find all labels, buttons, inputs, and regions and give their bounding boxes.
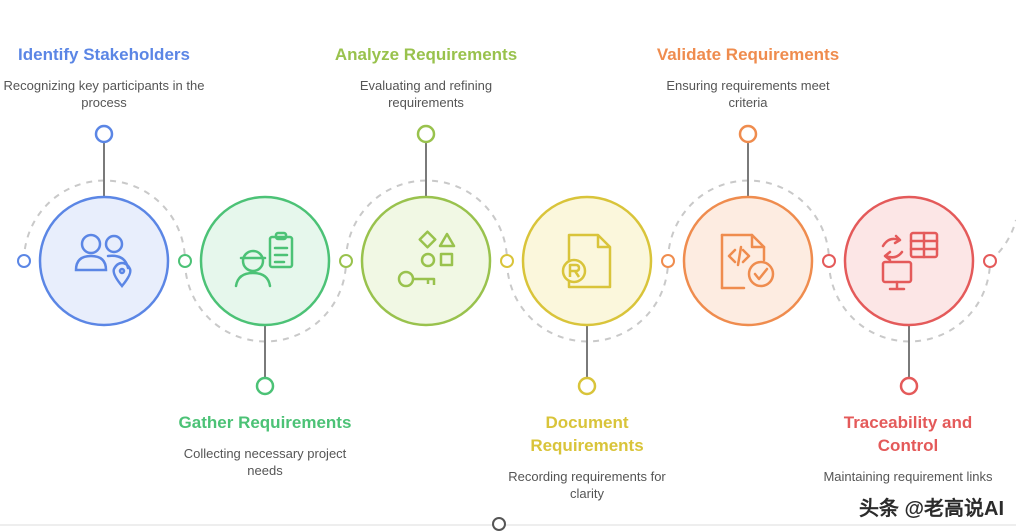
- watermark: 头条 @老高说AI: [858, 498, 1004, 520]
- step-2-desc: Collecting necessary project needs: [183, 446, 347, 478]
- code-check-icon: [720, 233, 775, 290]
- step-4-desc: Recording requirements for clarity: [508, 469, 666, 501]
- step-traceability-control: [843, 195, 975, 396]
- step-6-title: Traceability and Control: [843, 413, 973, 455]
- step-4-title: Document Requirements: [530, 413, 644, 455]
- step-6-desc: Maintaining requirement links: [823, 469, 993, 484]
- step-3-desc: Evaluating and refining requirements: [359, 78, 493, 110]
- step-gather-requirements: [199, 195, 331, 396]
- document-icon: [561, 233, 612, 289]
- step-1-desc: Recognizing key participants in the proc…: [3, 78, 205, 110]
- step-5-title: Validate Requirements: [656, 45, 840, 64]
- step-2-title: Gather Requirements: [178, 413, 352, 432]
- stakeholders-icon: [74, 233, 132, 288]
- junction-dots: [17, 254, 997, 268]
- shapes-key-icon: [397, 230, 456, 288]
- step-analyze-requirements: [360, 124, 492, 327]
- step-1-title: Identify Stakeholders: [18, 45, 190, 64]
- step-document-requirements: [521, 195, 653, 396]
- worker-clipboard-icon: [234, 231, 294, 288]
- step-3-title: Analyze Requirements: [334, 45, 518, 64]
- table-monitor-icon: [881, 231, 939, 291]
- step-identify-stakeholders: [38, 124, 170, 327]
- step-validate-requirements: [682, 124, 814, 327]
- step-5-desc: Ensuring requirements meet criteria: [666, 78, 830, 110]
